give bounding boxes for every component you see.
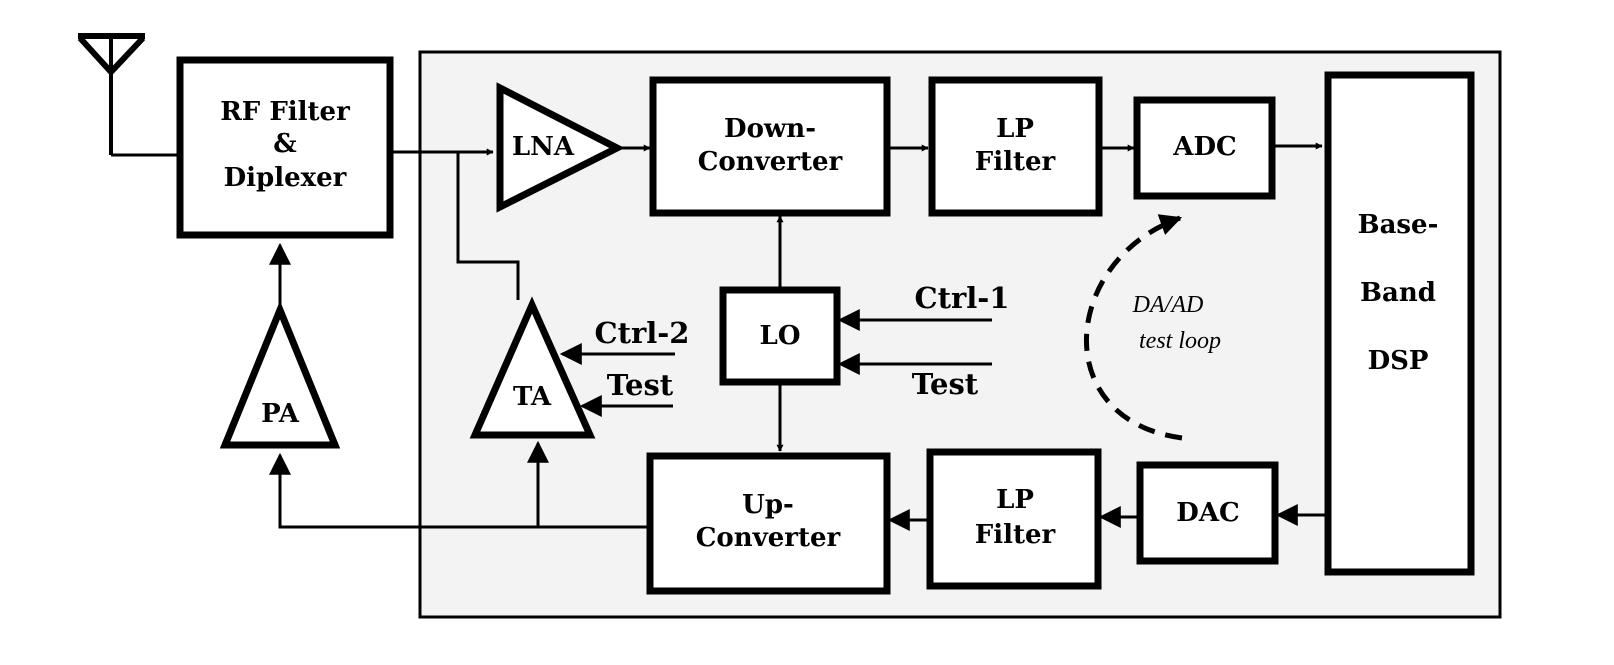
adc-block: ADC <box>1133 96 1276 200</box>
lp-filter-tx-block: LP Filter <box>926 448 1102 590</box>
rf-filter-label-line1: RF Filter <box>220 97 350 127</box>
down-converter-label-line1: Down- <box>724 114 816 144</box>
up-converter-label-line2: Converter <box>696 523 841 553</box>
dac-block: DAC <box>1136 461 1279 565</box>
antenna-icon <box>77 33 146 155</box>
lp-filter-rx-block: LP Filter <box>928 76 1103 217</box>
down-converter-label-line2: Converter <box>698 147 843 177</box>
dsp-label-line2: Band <box>1360 278 1436 308</box>
upconverter-to-pa-arrow <box>269 452 650 529</box>
dsp-label-line3: DSP <box>1368 346 1429 376</box>
ta-block: TA <box>469 296 596 439</box>
adc-label: ADC <box>1172 132 1236 162</box>
down-converter-block: Down- Converter <box>649 76 891 217</box>
lp-filter-tx-label-line2: Filter <box>975 520 1056 550</box>
lna-block: LNA <box>496 82 625 213</box>
baseband-dsp-block: Base- Band DSP <box>1324 71 1475 576</box>
rf-filter-label-line3: Diplexer <box>224 163 347 193</box>
up-converter-block: Up- Converter <box>646 452 891 595</box>
lp-filter-tx-label-line1: LP <box>996 485 1034 515</box>
rx-to-ta-wire <box>456 152 520 300</box>
test-loop-dashed-arrow <box>1084 214 1183 441</box>
dac-label: DAC <box>1176 498 1239 528</box>
ctrl2-label: Ctrl-2 <box>595 316 690 350</box>
lo-block: LO <box>719 286 841 386</box>
test-ta-label: Test <box>607 368 674 402</box>
test-loop-label-line1: DA/AD <box>1132 292 1204 318</box>
test-lo-label: Test <box>912 367 979 401</box>
dsp-label-line1: Base- <box>1358 210 1439 240</box>
lp-filter-rx-label-line1: LP <box>996 114 1034 144</box>
lna-label: LNA <box>512 132 575 162</box>
pa-block: PA <box>219 300 341 449</box>
lo-label: LO <box>760 321 801 351</box>
rf-filter-diplexer-block: RF Filter & Diplexer <box>176 56 394 239</box>
ctrl1-label: Ctrl-1 <box>915 281 1010 315</box>
up-converter-label-line1: Up- <box>742 490 794 520</box>
lp-filter-rx-label-line2: Filter <box>975 147 1056 177</box>
test-loop-label-line2: test loop <box>1139 328 1221 354</box>
ta-label: TA <box>513 382 552 412</box>
rf-filter-label-line2: & <box>273 129 296 159</box>
pa-label: PA <box>261 399 300 429</box>
